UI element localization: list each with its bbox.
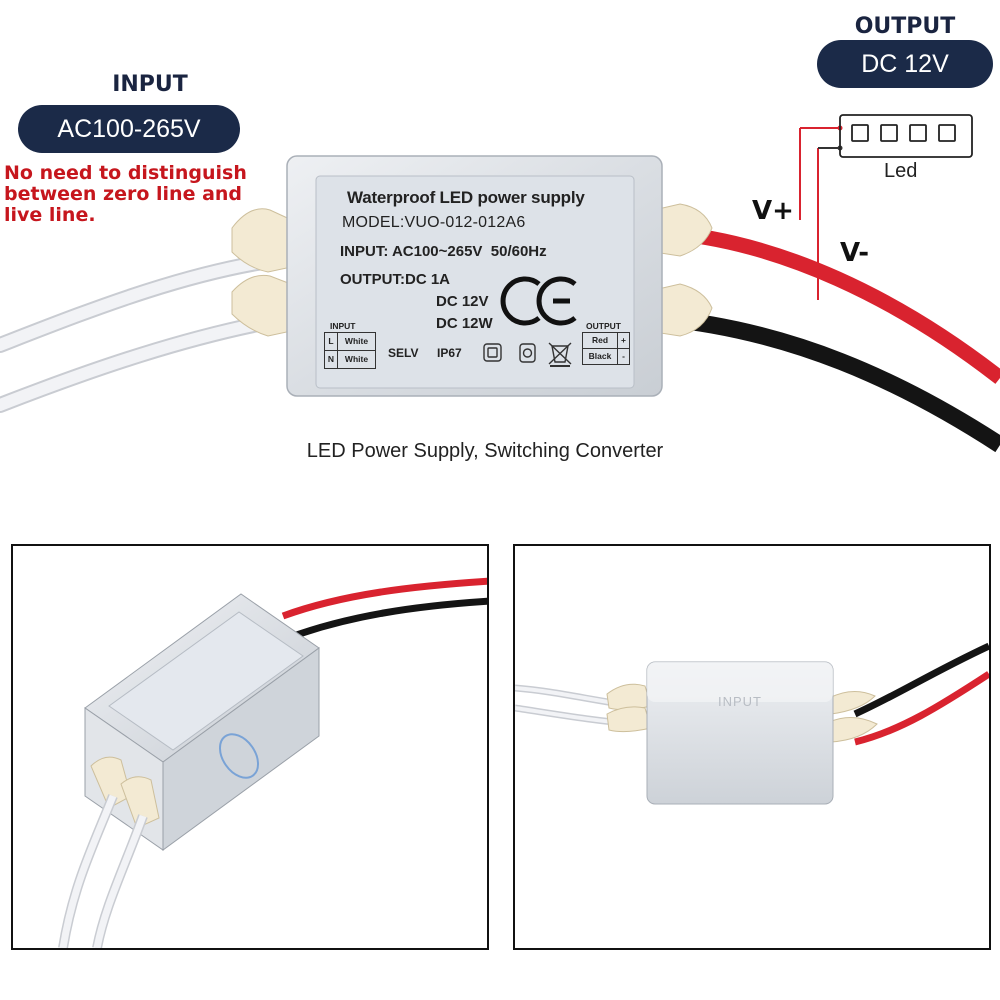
qc-seal-icon	[218, 733, 260, 779]
output-grommet	[653, 203, 713, 257]
input-wire-color: White	[344, 336, 369, 346]
label-selv: SELV	[388, 346, 419, 360]
label-dc-power: DC 12W	[436, 315, 493, 332]
v-plus-label: V+	[752, 196, 794, 226]
output-pin: +	[621, 335, 626, 345]
ce-mark-icon	[500, 276, 577, 326]
input-note-line: between zero line and	[4, 183, 243, 205]
input-terminal-table: L White N White	[324, 332, 376, 369]
input-pin: L	[325, 333, 338, 350]
input-heading: INPUT	[112, 72, 188, 97]
output-voltage-pill: DC 12V	[817, 40, 993, 88]
output-grommet	[653, 283, 713, 337]
label-input-spec: INPUT: AC100~265V 50/60Hz	[340, 243, 547, 260]
output-box-title: OUTPUT	[586, 321, 621, 331]
output-terminal-table: Red + Black -	[582, 332, 630, 365]
label-sticker	[315, 175, 635, 389]
input-note-line: No need to distinguish	[4, 162, 247, 184]
weee-bin-icon	[548, 342, 572, 367]
angled-product-photo	[58, 577, 487, 948]
class-ii-icon	[483, 343, 502, 362]
output-heading: OUTPUT	[854, 14, 956, 39]
main-product-photo	[0, 114, 1000, 453]
label-title: Waterproof LED power supply	[347, 188, 585, 207]
v-minus-label: V-	[840, 238, 870, 268]
led-strip-icon	[839, 114, 973, 158]
label-dc-voltage: DC 12V	[436, 293, 489, 310]
photo-panel-left	[11, 544, 489, 950]
input-wire-color: White	[344, 354, 369, 364]
output-wire-color: Black	[583, 349, 618, 364]
label-output-spec: OUTPUT:DC 1A	[340, 271, 451, 288]
input-note: No need to distinguish between zero line…	[4, 163, 294, 226]
input-pin: N	[325, 351, 338, 368]
label-ip-rating: IP67	[437, 346, 462, 360]
output-pin: -	[622, 351, 625, 361]
transformer-icon	[519, 343, 536, 363]
input-voltage-pill: AC100-265V	[18, 105, 240, 153]
led-label: Led	[884, 160, 918, 182]
photo-panel-right	[513, 544, 991, 950]
output-wire-color: Red	[583, 333, 618, 348]
top-view-product-photo	[515, 642, 989, 805]
input-box-title: INPUT	[330, 321, 356, 331]
input-note-line: live line.	[4, 204, 96, 226]
case-embossed-text: INPUT	[718, 694, 762, 709]
output-wire-red	[659, 224, 1000, 384]
caption: LED Power Supply, Switching Converter	[306, 440, 664, 462]
output-wire-black	[659, 309, 1000, 453]
label-model: MODEL:VUO-012-012A6	[342, 214, 526, 231]
